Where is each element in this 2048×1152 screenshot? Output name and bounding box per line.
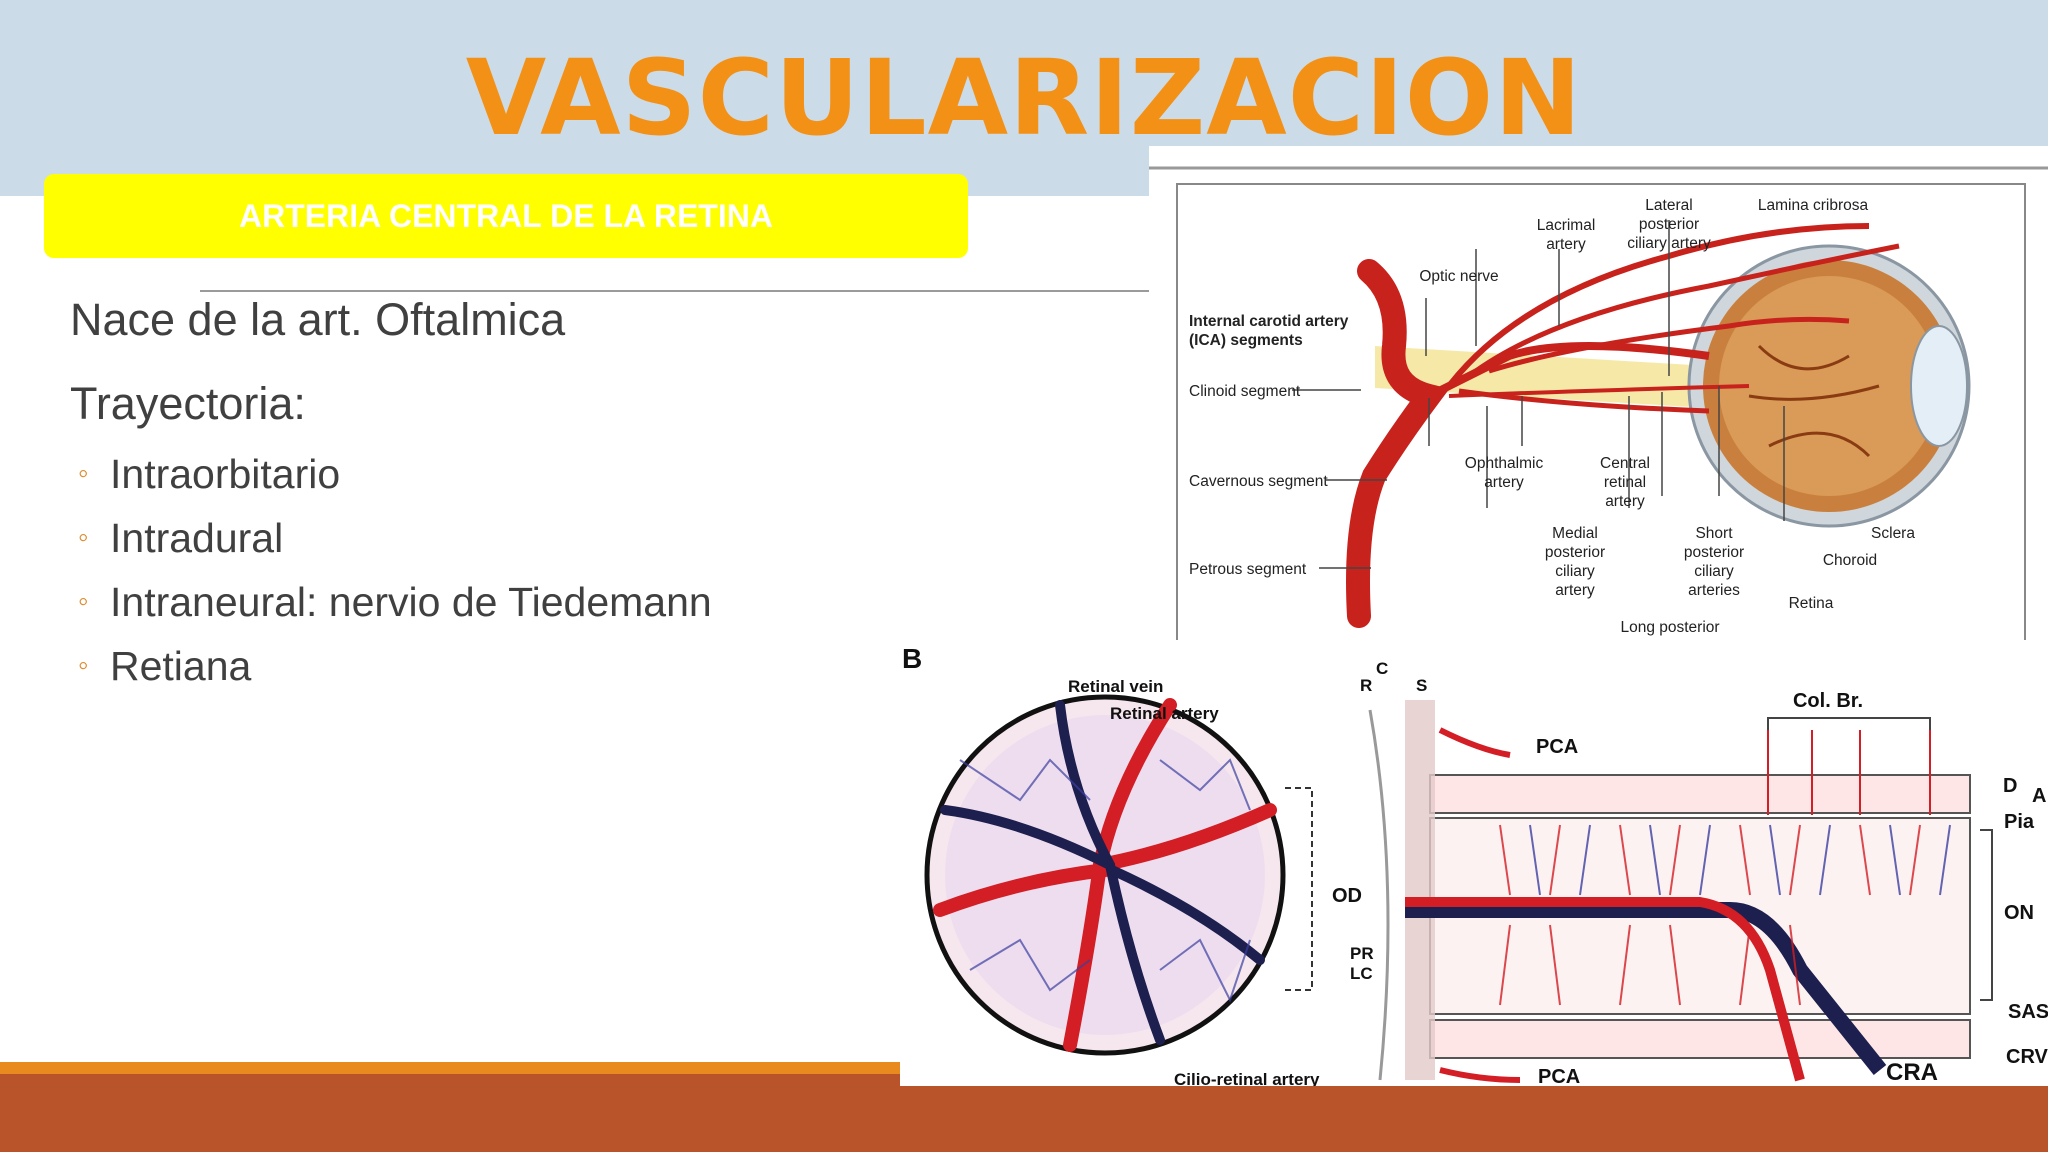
collateral-branches-label: Col. Br. [1793, 690, 1863, 712]
divider [200, 290, 1150, 292]
short-label-2: posterior [1684, 544, 1744, 561]
ophthalmic-label-2: artery [1484, 474, 1524, 491]
list-item: ◦Intradural [78, 506, 1090, 570]
subtitle-label: ARTERIA CENTRAL DE LA RETINA [239, 198, 773, 234]
pca-bottom-label: PCA [1538, 1066, 1580, 1086]
ophthalmic-label: Ophthalmic [1465, 455, 1544, 472]
pr-label: PR [1350, 944, 1374, 963]
crv-label: CRV [2006, 1046, 2048, 1068]
arachnoid-label: A [2032, 785, 2046, 807]
lateral-label-2: posterior [1639, 216, 1699, 233]
bullet-circle-icon: ◦ [78, 521, 89, 554]
retinal-vein-label: Retinal vein [1068, 677, 1163, 696]
list-item: ◦Intraneural: nervio de Tiedemann [78, 570, 1090, 634]
central-label-2: retinal [1604, 474, 1646, 491]
bottom-band [0, 1074, 2048, 1152]
central-label-3: artery [1605, 493, 1645, 510]
trajectory-list: ◦Intraorbitario ◦Intradural ◦Intraneural… [78, 442, 1090, 698]
petrous-label: Petrous segment [1189, 561, 1307, 578]
ica-label: Internal carotid artery [1189, 313, 1349, 330]
lateral-label-3: ciliary artery [1627, 235, 1711, 252]
page-title: VASCULARIZACION [465, 37, 1583, 159]
lc-label: LC [1350, 964, 1373, 983]
origin-line: Nace de la art. Oftalmica [70, 294, 566, 345]
dura-label: D [2003, 775, 2017, 797]
cilio-retinal-label: Cilio-retinal artery [1174, 1070, 1320, 1086]
anatomy-svg: Internal carotid artery (ICA) segments C… [1149, 166, 2048, 655]
cavernous-label: Cavernous segment [1189, 473, 1328, 490]
choroid-label: Choroid [1823, 552, 1877, 569]
medial-label: Medial [1552, 525, 1598, 542]
central-label: Central [1600, 455, 1650, 472]
bullet-circle-icon: ◦ [78, 649, 89, 682]
cra-label: CRA [1886, 1059, 1938, 1086]
pia-label: Pia [2004, 811, 2035, 833]
long-posterior-label: Long posterior [1620, 619, 1719, 636]
optic-nerve-label: Optic nerve [1419, 268, 1498, 285]
sclera-label: Sclera [1871, 525, 1915, 542]
medial-label-3: ciliary [1555, 563, 1595, 580]
od-label: OD [1332, 885, 1362, 907]
ophthalmic-anatomy-diagram: Internal carotid artery (ICA) segments C… [1149, 146, 2048, 655]
pca-top-label: PCA [1536, 736, 1578, 758]
retina-label: Retina [1789, 595, 1834, 612]
c-label: C [1376, 659, 1388, 678]
list-item: ◦Intraorbitario [78, 442, 1090, 506]
bullet-circle-icon: ◦ [78, 457, 89, 490]
panel-letter: B [902, 643, 922, 674]
sas-label: SAS [2008, 1001, 2048, 1023]
trajectory-heading: Trayectoria: [70, 378, 306, 429]
retinal-artery-label: Retinal artery [1110, 704, 1219, 723]
short-label-4: arteries [1688, 582, 1740, 599]
medial-label-2: posterior [1545, 544, 1605, 561]
ica-label-2: (ICA) segments [1189, 332, 1303, 349]
subtitle-box: ARTERIA CENTRAL DE LA RETINA [44, 174, 968, 258]
lacrimal-label: Lacrimal [1537, 217, 1596, 234]
clinoid-label: Clinoid segment [1189, 383, 1301, 400]
lateral-label: Lateral [1645, 197, 1692, 214]
lamina-label: Lamina cribrosa [1758, 197, 1869, 214]
content-text: Nace de la art. Oftalmica Trayectoria: ◦… [70, 290, 1090, 698]
bullet-circle-icon: ◦ [78, 585, 89, 618]
r-label: R [1360, 676, 1372, 695]
short-label: Short [1695, 525, 1733, 542]
optic-nerve-vessels-diagram: B OD Retinal vein Retinal artery Cilio-r… [900, 640, 2048, 1089]
internal-carotid-artery [1346, 259, 1450, 628]
lacrimal-label-2: artery [1546, 236, 1586, 253]
optic-nerve-label: ON [2004, 902, 2034, 924]
s-label: S [1416, 676, 1427, 695]
list-item: ◦Retiana [78, 634, 1090, 698]
short-label-3: ciliary [1694, 563, 1734, 580]
vessels-svg: B OD Retinal vein Retinal artery Cilio-r… [902, 643, 2048, 1089]
medial-label-4: artery [1555, 582, 1595, 599]
